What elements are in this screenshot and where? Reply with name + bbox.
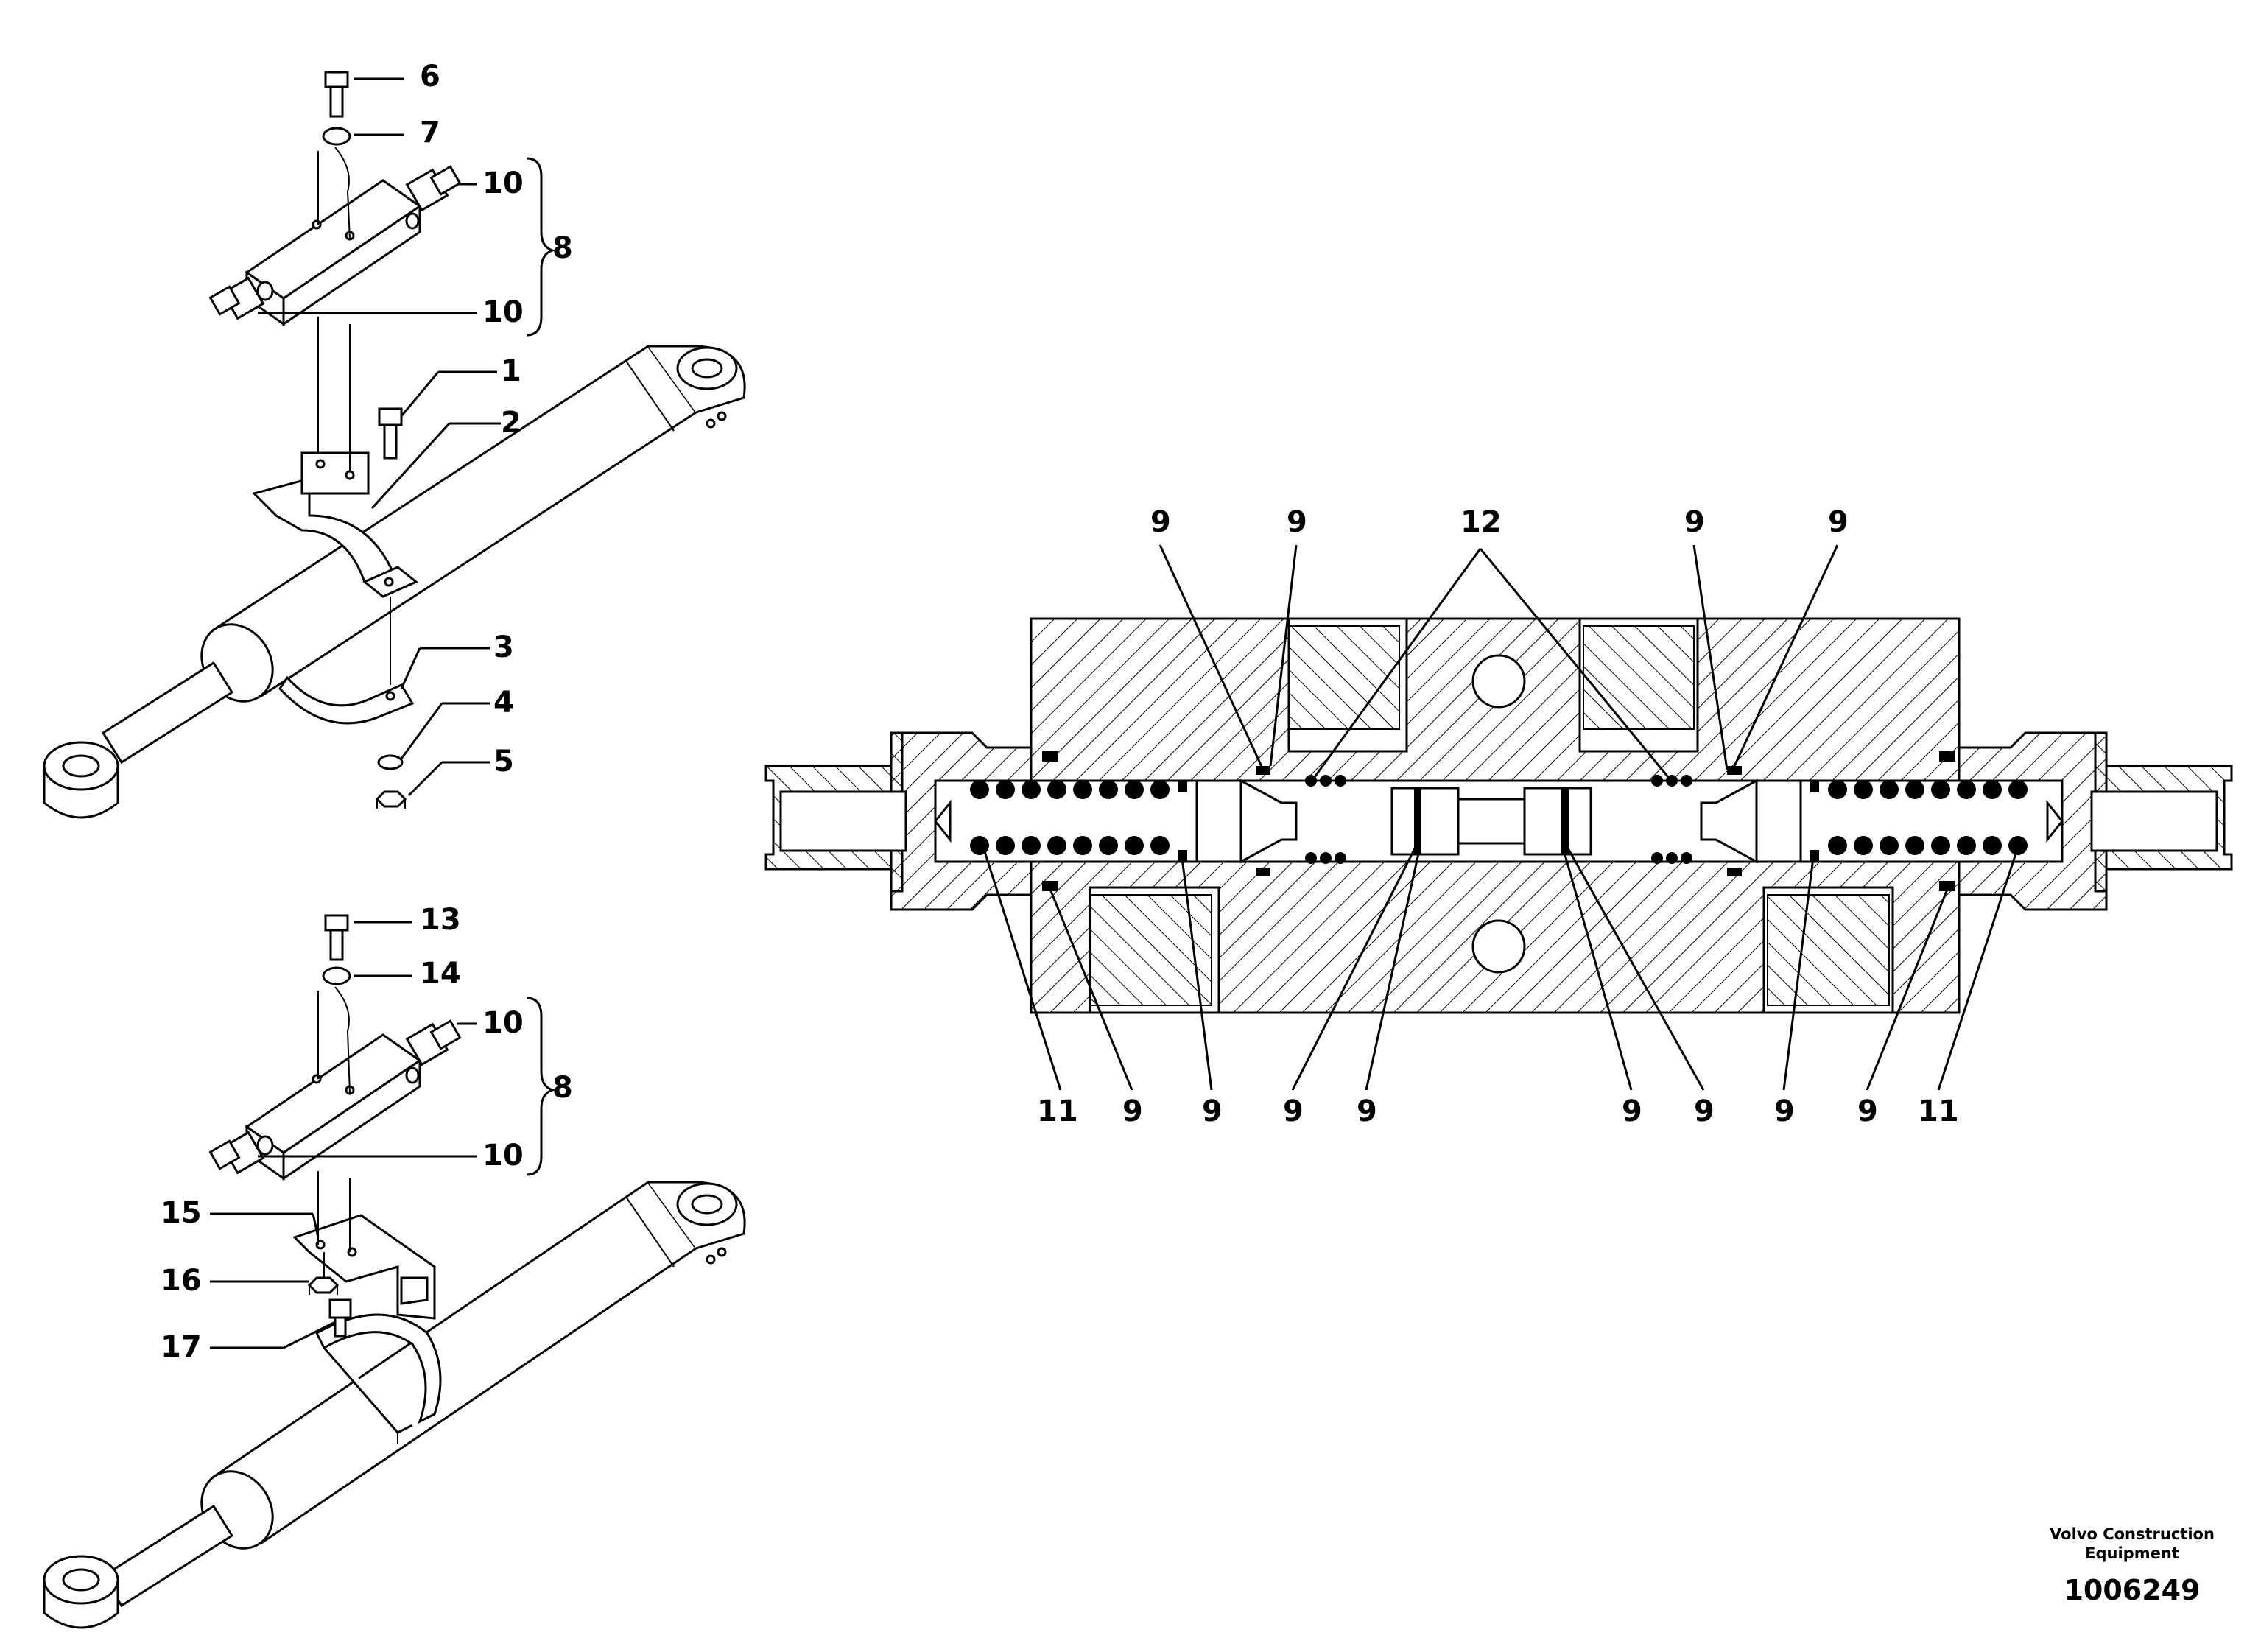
nut-5 [375, 790, 407, 809]
callout-9-top-1: 9 [1150, 505, 1171, 539]
callout-9-top-3: 9 [1684, 505, 1705, 539]
bolt-13 [324, 914, 349, 961]
callout-10-lower: 10 [482, 295, 524, 329]
credit-line-2: Equipment [2085, 1544, 2179, 1562]
callout-2: 2 [501, 406, 521, 440]
callout-9-bottom-1: 9 [1122, 1094, 1143, 1128]
callout-10-lower-b: 10 [482, 1139, 524, 1173]
washer-4 [377, 754, 404, 770]
callout-9-bottom-5: 9 [1622, 1094, 1642, 1128]
valve-cross-section [764, 617, 2233, 1014]
callout-9-bottom-4: 9 [1357, 1094, 1377, 1128]
bottom-valve-block [208, 1019, 462, 1181]
callout-17: 17 [161, 1330, 202, 1364]
callout-11-left: 11 [1037, 1094, 1078, 1128]
callout-9-bottom-8: 9 [1857, 1094, 1878, 1128]
callout-11-right: 11 [1918, 1094, 1959, 1128]
clip-17 [328, 1298, 352, 1338]
top-leaders [258, 77, 556, 797]
bottom-labels: 13 14 10 8 10 15 16 17 [161, 903, 573, 1364]
callout-12: 12 [1460, 505, 1502, 539]
top-clamp-upper [252, 451, 418, 598]
bottom-leaders [210, 921, 556, 1349]
drawing-number: 1006249 [2064, 1574, 2200, 1606]
callout-9-top-2: 9 [1287, 505, 1307, 539]
callout-10-upper-b: 10 [482, 1006, 524, 1040]
bolt-6 [324, 71, 349, 118]
top-valve-block [208, 165, 462, 326]
callout-10-upper: 10 [482, 166, 524, 200]
band-clamp [315, 1313, 442, 1444]
callout-8-b: 8 [552, 1071, 573, 1105]
callout-9-top-4: 9 [1828, 505, 1849, 539]
callout-13: 13 [420, 903, 461, 937]
callout-9-bottom-2: 9 [1202, 1094, 1223, 1128]
callout-9-bottom-7: 9 [1774, 1094, 1795, 1128]
callout-14: 14 [420, 957, 461, 991]
top-labels: 6 7 10 8 10 1 2 3 4 5 [420, 60, 573, 778]
callout-9-bottom-6: 9 [1694, 1094, 1715, 1128]
callout-5: 5 [493, 745, 514, 778]
top-assembly [43, 71, 746, 819]
callout-9-bottom-3: 9 [1283, 1094, 1304, 1128]
top-clamp-lower [278, 675, 415, 725]
bracket-15 [292, 1214, 436, 1320]
callout-8: 8 [552, 231, 573, 265]
top-cylinder [43, 344, 746, 819]
bottom-assembly [43, 914, 746, 1629]
washer-14 [322, 966, 351, 985]
callout-15: 15 [161, 1196, 202, 1230]
callout-7: 7 [420, 116, 440, 150]
callout-3: 3 [493, 630, 514, 664]
nut-16 [307, 1276, 340, 1295]
credit-line-1: Volvo Construction [2050, 1525, 2215, 1543]
callout-6: 6 [420, 60, 440, 94]
washer-7 [322, 127, 351, 146]
footer: Volvo Construction Equipment 1006249 [2050, 1525, 2215, 1606]
callout-16: 16 [161, 1264, 202, 1298]
callout-4: 4 [493, 686, 514, 720]
valve-leaders [982, 544, 2019, 1091]
bottom-cylinder [43, 1180, 746, 1629]
callout-1: 1 [501, 354, 521, 388]
valve-labels: 9 9 12 9 9 11 9 9 9 9 9 9 9 9 11 [1037, 505, 1959, 1128]
bolt-1 [378, 407, 403, 460]
